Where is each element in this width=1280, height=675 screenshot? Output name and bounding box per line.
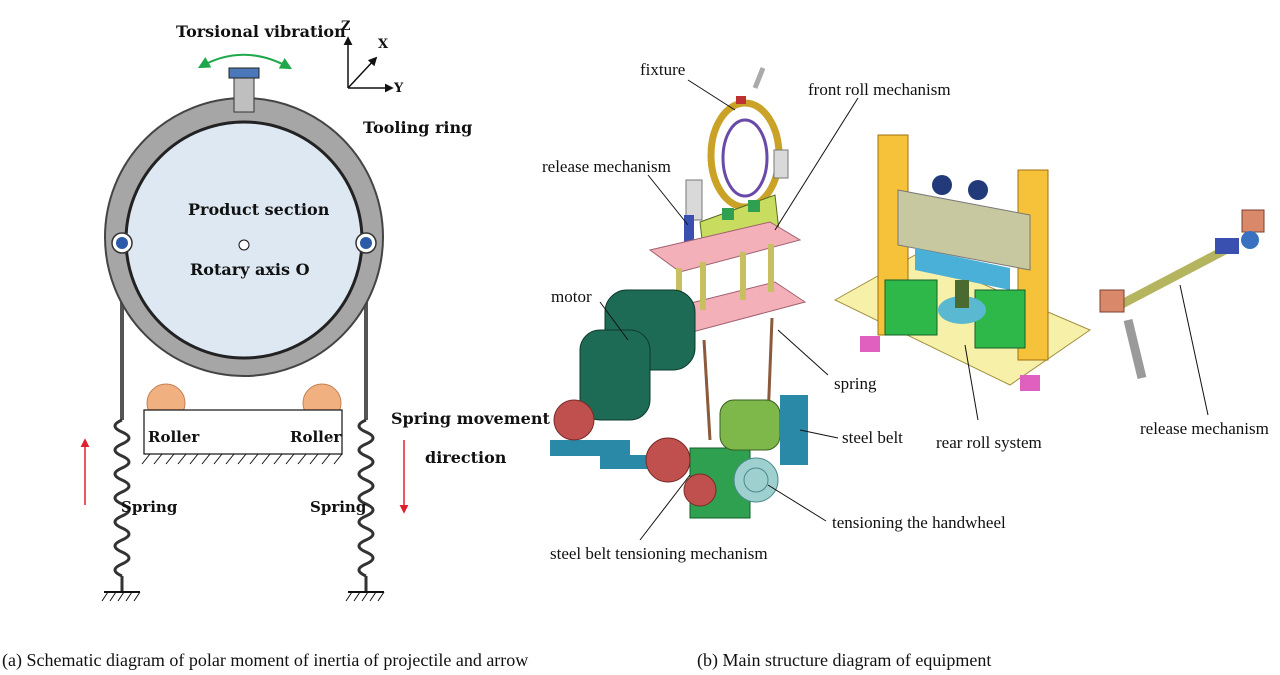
tensioning-handwheel-label: tensioning the handwheel [832, 513, 1006, 532]
release-mechanism-rod [1099, 209, 1265, 380]
rear-roll-system-label: rear roll system [936, 433, 1042, 452]
steel-belt-tensioning-label: steel belt tensioning mechanism [550, 544, 768, 563]
steel-belt-label: steel belt [842, 428, 903, 447]
axis-x-label: X [378, 37, 389, 52]
panel-a-schematic: Z X Y [80, 19, 550, 602]
torsional-vibration-arrow [197, 53, 293, 70]
roller-base [141, 383, 343, 465]
right-pulley-icon [355, 232, 377, 254]
front-roll-mechanism-label: front roll mechanism [808, 80, 951, 99]
rotary-axis-label: Rotary axis O [190, 260, 310, 279]
motor-label: motor [551, 287, 592, 306]
torsional-vibration-label: Torsional vibration [176, 22, 346, 41]
left-spring-icon [101, 418, 141, 602]
spring-right-label: Spring [310, 498, 367, 516]
fixture-label: fixture [640, 60, 685, 79]
steel-belt-left [702, 339, 712, 441]
gearbox [645, 395, 808, 519]
product-section-label: Product section [188, 200, 330, 219]
caption-b: (b) Main structure diagram of equipment [697, 650, 991, 671]
leader-lines [599, 79, 1209, 541]
release-mechanism-left-label: release mechanism [542, 157, 671, 176]
coordinate-axes: Z X Y [341, 19, 404, 96]
axis-y-label: Y [393, 81, 404, 96]
tooling-ring-label: Tooling ring [363, 118, 472, 137]
upper-pink-plate [648, 221, 802, 273]
left-pulley-icon [111, 232, 133, 254]
motor-body [550, 289, 696, 469]
spring-movement-label-line1: Spring movement [391, 409, 550, 428]
spring-left-label: Spring [121, 498, 178, 516]
release-mechanism-right-label: release mechanism [1140, 419, 1269, 438]
panel-b-equipment: fixture front roll mechanism release mec… [542, 60, 1269, 563]
rear-roll-system [833, 134, 1092, 391]
top-clamp [228, 67, 260, 113]
spring-movement-label-line2: direction [425, 448, 507, 467]
spring-label: spring [834, 374, 877, 393]
roller-left-label: Roller [148, 428, 200, 446]
roller-right-label: Roller [290, 428, 342, 446]
rotary-axis-point [238, 239, 250, 251]
axis-z-label: Z [341, 19, 351, 34]
right-spring-icon [345, 418, 385, 602]
caption-a: (a) Schematic diagram of polar moment of… [2, 650, 528, 671]
